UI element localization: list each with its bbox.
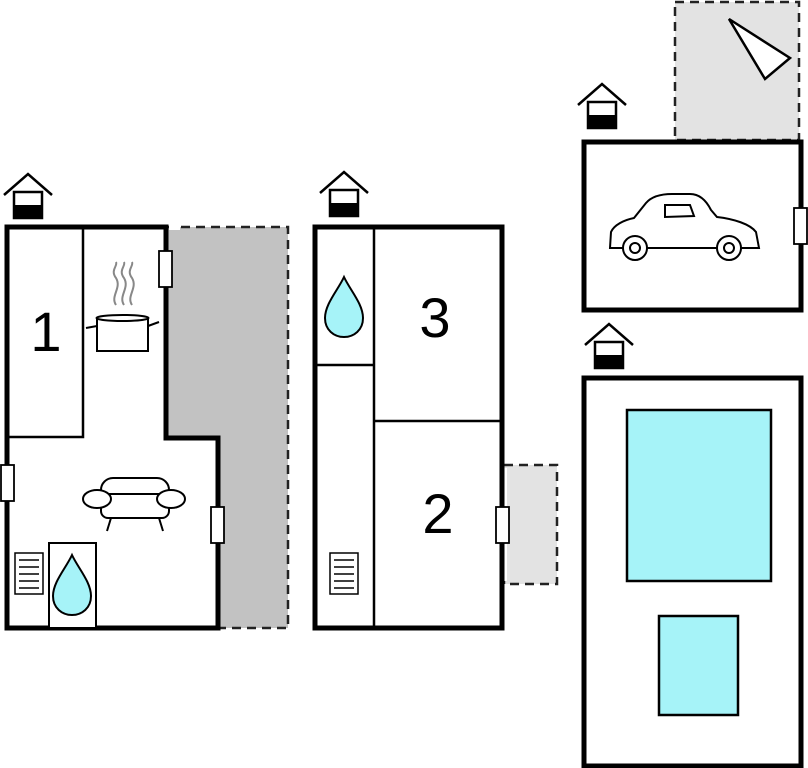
paddling-pool xyxy=(657,614,740,717)
radiator-icon xyxy=(329,552,359,595)
room-number-1: 1 xyxy=(30,300,61,363)
room-number-3: 3 xyxy=(419,286,450,349)
building-1: 1 xyxy=(0,172,290,631)
building-2-walls xyxy=(312,224,505,631)
water-drop-icon xyxy=(324,276,364,338)
room-1-walls xyxy=(7,227,85,439)
swimming-pool xyxy=(625,408,773,583)
cooking-pot-icon xyxy=(85,261,160,352)
terrace-building-2 xyxy=(502,463,559,586)
building-1-walls xyxy=(4,224,221,631)
north-arrow-icon xyxy=(727,17,793,81)
door xyxy=(210,506,225,544)
terrace-building-1 xyxy=(164,225,290,630)
shower-room xyxy=(48,542,97,629)
garage xyxy=(576,0,808,313)
radiator-icon xyxy=(14,552,44,595)
house-entrance-icon xyxy=(2,172,54,220)
door xyxy=(0,464,15,502)
pool-area xyxy=(581,322,804,768)
car-icon xyxy=(608,193,761,261)
door xyxy=(495,506,510,544)
sofa-icon xyxy=(82,477,186,532)
house-entrance-icon xyxy=(576,82,628,130)
pool-area-walls xyxy=(581,375,804,768)
house-entrance-icon xyxy=(583,322,635,370)
building-2: 3 2 xyxy=(312,170,559,631)
house-entrance-icon xyxy=(318,170,370,218)
room-number-2: 2 xyxy=(422,482,453,545)
door xyxy=(793,207,808,245)
door xyxy=(158,250,173,288)
